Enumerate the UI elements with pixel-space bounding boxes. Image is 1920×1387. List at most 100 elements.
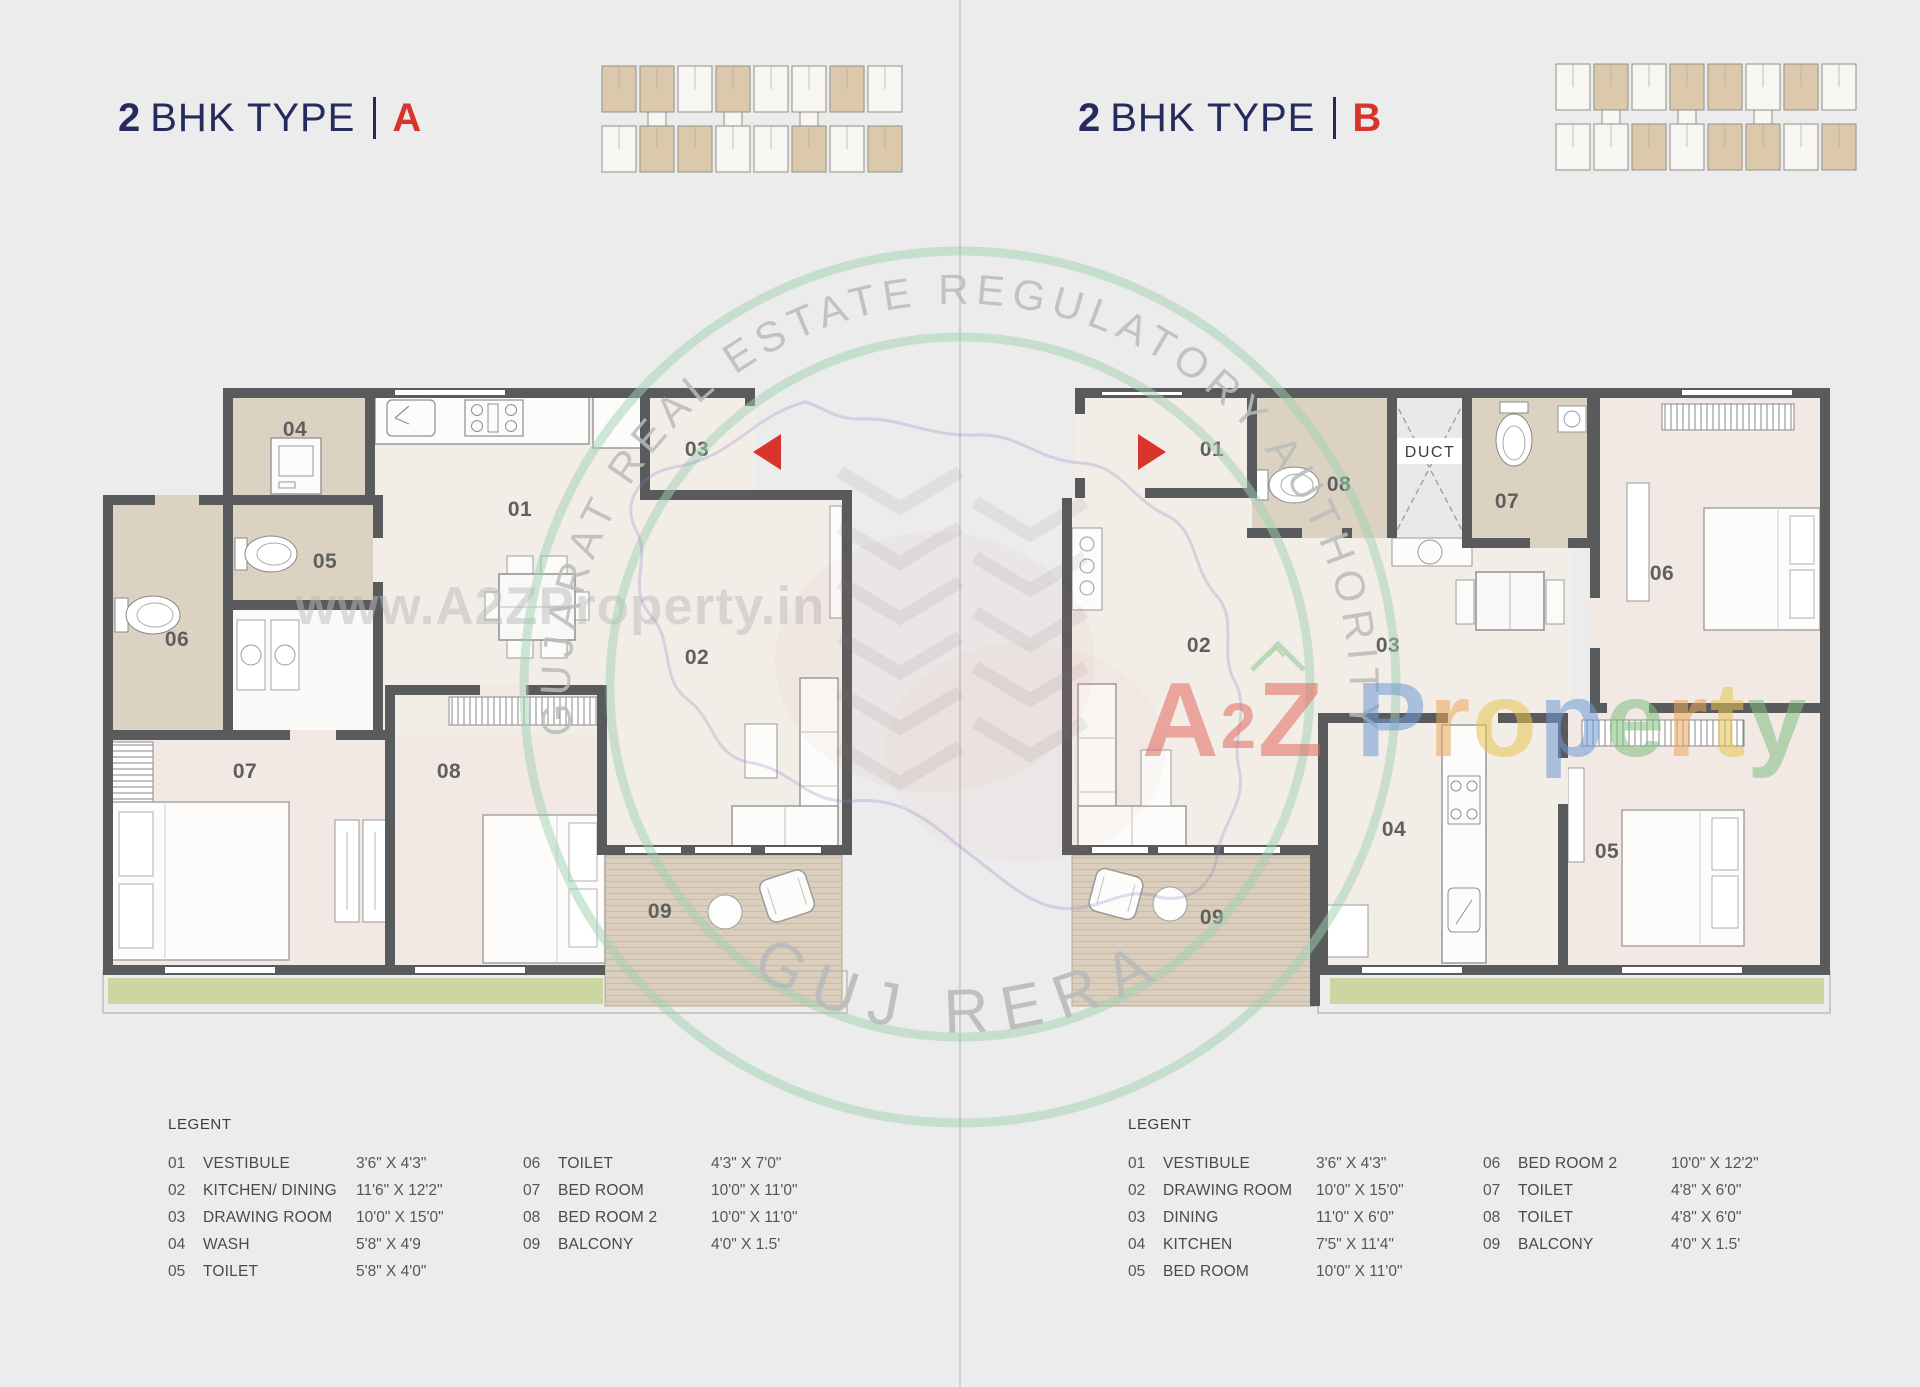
door-panel-icon	[334, 819, 388, 923]
legend-dims: 10'0" X 15'0"	[1316, 1182, 1404, 1199]
legend-num: 03	[168, 1209, 186, 1226]
dining-table-icon	[1455, 571, 1565, 631]
title-separator	[1333, 97, 1337, 139]
legend-num: 04	[1128, 1236, 1146, 1253]
legend-num: 05	[168, 1263, 186, 1280]
legend-title: LEGENT	[168, 1116, 232, 1133]
entry-arrow-icon	[753, 434, 781, 470]
building-watermark-icon	[836, 466, 1089, 791]
wardrobe-icon	[448, 696, 602, 726]
legend-dims: 11'6" X 12'2"	[356, 1182, 443, 1199]
bed-icon	[482, 814, 606, 964]
bed-icon	[1621, 809, 1745, 947]
toilet-icon	[234, 535, 298, 573]
lawn-strip	[1330, 978, 1824, 1004]
legend-dims: 7'5" X 11'4"	[1316, 1236, 1394, 1253]
legend-name: KITCHEN	[1163, 1236, 1233, 1253]
legend-name: VESTIBULE	[203, 1155, 291, 1172]
legend-row: 01 VESTIBULE 3'6" X 4'3"	[168, 1155, 523, 1172]
legend-name: BED ROOM 2	[1518, 1155, 1618, 1172]
room-label: 08	[437, 760, 461, 783]
legend-num: 08	[523, 1209, 541, 1226]
legend-name: TOILET	[1518, 1209, 1574, 1226]
room-label: 08	[1327, 473, 1351, 496]
wash-basin-icon	[1391, 537, 1473, 567]
wash-basin-icon	[1557, 405, 1587, 433]
room-label: 05	[313, 550, 337, 573]
title-prefix: 2	[1078, 96, 1101, 140]
room-label: 02	[1187, 634, 1211, 657]
legend-dims: 4'3" X 7'0"	[711, 1155, 782, 1172]
legend-num: 02	[1128, 1182, 1146, 1199]
legend-num: 06	[1483, 1155, 1501, 1172]
legend-row: 04 KITCHEN 7'5" X 11'4"	[1128, 1236, 1483, 1253]
room-label: 06	[165, 628, 189, 651]
title-type-b: 2 BHK TYPE B	[1078, 96, 1381, 140]
legend-dims: 10'0" X 15'0"	[356, 1209, 444, 1226]
door-panel-icon	[1626, 482, 1650, 602]
coffee-table-icon	[1140, 749, 1172, 807]
wash-basin-icon	[236, 619, 300, 691]
door-panel-icon	[1567, 767, 1585, 863]
legend-num: 01	[1128, 1155, 1146, 1172]
legend-name: TOILET	[1518, 1182, 1574, 1199]
legend-dims: 10'0" X 12'2"	[1671, 1155, 1759, 1172]
floor-plan-type-a: 01 02 03 04 05 06 07 08 09	[102, 388, 852, 1014]
key-plan-thumbnail-b	[1555, 63, 1857, 171]
room-label: 09	[648, 900, 672, 923]
room-label: 01	[508, 498, 532, 521]
legend-num: 09	[523, 1236, 541, 1253]
room-label: 09	[1200, 906, 1224, 929]
legend-num: 01	[168, 1155, 186, 1172]
duct: DUCT	[1393, 399, 1466, 537]
title-type-a: 2 BHK TYPE A	[118, 96, 421, 140]
fridge-icon	[592, 393, 648, 449]
legend-num: 09	[1483, 1236, 1501, 1253]
legend-name: BALCONY	[1518, 1236, 1594, 1253]
legend-name: VESTIBULE	[1163, 1155, 1251, 1172]
title-prefix: 2	[118, 96, 141, 140]
legend-name: BED ROOM	[1163, 1263, 1249, 1280]
room-label: 04	[1382, 818, 1406, 841]
title-text: BHK TYPE	[1110, 96, 1316, 140]
cabinet-icon	[1325, 904, 1369, 958]
room-label: 07	[233, 760, 257, 783]
room-label: 03	[1376, 634, 1400, 657]
room-label: 05	[1595, 840, 1619, 863]
legend-dims: 10'0" X 11'0"	[711, 1182, 798, 1199]
title-variant-letter: A	[392, 96, 422, 140]
legend-dims: 4'0" X 1.5'	[711, 1236, 781, 1253]
kitchen-counter-icon	[374, 391, 590, 445]
cabinet-icon	[829, 505, 843, 619]
legend-dims: 3'6" X 4'3"	[1316, 1155, 1387, 1172]
room-label: 03	[685, 438, 709, 461]
legend-name: DRAWING ROOM	[1163, 1182, 1293, 1199]
title-variant-letter: B	[1352, 96, 1382, 140]
bed-icon	[110, 801, 290, 961]
legend-name: DINING	[1163, 1209, 1219, 1226]
legend-title: LEGENT	[1128, 1116, 1192, 1133]
legend-name: TOILET	[558, 1155, 614, 1172]
room-label: 04	[283, 418, 307, 441]
legend-dims: 3'6" X 4'3"	[356, 1155, 427, 1172]
round-table-icon	[1152, 886, 1188, 922]
legend-num: 02	[168, 1182, 186, 1199]
legend-dims: 4'8" X 6'0"	[1671, 1182, 1742, 1199]
legend-num: 08	[1483, 1209, 1501, 1226]
kitchen-counter-icon	[1441, 724, 1487, 964]
lawn-strip	[108, 978, 603, 1004]
legend-num: 07	[523, 1182, 541, 1199]
room-label: 01	[1200, 438, 1224, 461]
toilet-icon	[1255, 466, 1320, 504]
cabinet-icon	[1071, 527, 1103, 611]
legend-dims: 10'0" X 11'0"	[711, 1209, 798, 1226]
